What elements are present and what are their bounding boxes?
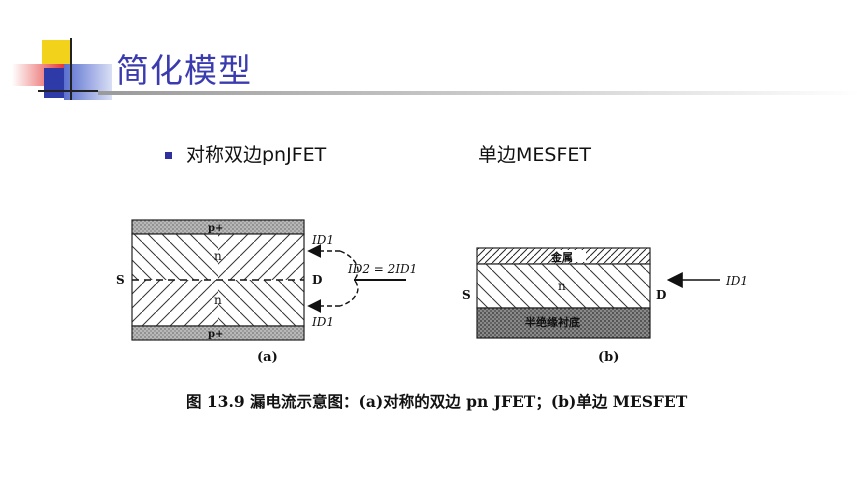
jfet-diagram: p+ p+ n n S D ID1 ID1 ID2 = 2ID1	[116, 219, 417, 341]
source-label: S	[116, 273, 125, 287]
bottom-layer-label: p+	[208, 329, 223, 340]
bullet-icon	[165, 152, 172, 159]
substrate-label: 半绝缘衬底	[525, 315, 580, 329]
metal-label: 金属	[550, 250, 573, 264]
current-b-label: ID1	[725, 274, 748, 288]
current-total-label: ID2 = 2ID1	[347, 262, 417, 276]
semi-insulating-substrate	[476, 307, 651, 339]
corner-decoration	[0, 0, 120, 110]
slide-title: 简化模型	[116, 51, 252, 90]
title-divider	[98, 91, 860, 95]
mesfet-diagram: 金属 n 半绝缘衬底 S D ID1	[462, 247, 748, 339]
lower-channel-label: n	[214, 293, 222, 307]
drain-b-label: D	[656, 288, 666, 302]
source-b-label: S	[462, 288, 471, 302]
channel-b-label: n	[558, 279, 566, 293]
top-layer-label: p+	[208, 223, 223, 234]
n-channel-b	[476, 263, 651, 309]
drain-current-figure: p+ p+ n n S D ID1 ID1 ID2 = 2ID1 金属 n 半绝…	[116, 219, 748, 341]
drain-label: D	[312, 273, 322, 287]
upper-channel-label: n	[214, 249, 222, 263]
subfigure-b-label: (b)	[598, 350, 620, 365]
current-top-label: ID1	[311, 233, 334, 247]
subfigure-a-label: (a)	[257, 350, 278, 365]
figure-caption: 图 13.9 漏电流示意图：(a)对称的双边 pn JFET；(b)单边 MES…	[186, 392, 688, 411]
bottom-p-layer	[131, 325, 305, 341]
right-heading: 单边MESFET	[478, 144, 591, 166]
current-bottom-label: ID1	[311, 315, 334, 329]
left-heading: 对称双边pnJFET	[186, 144, 327, 166]
